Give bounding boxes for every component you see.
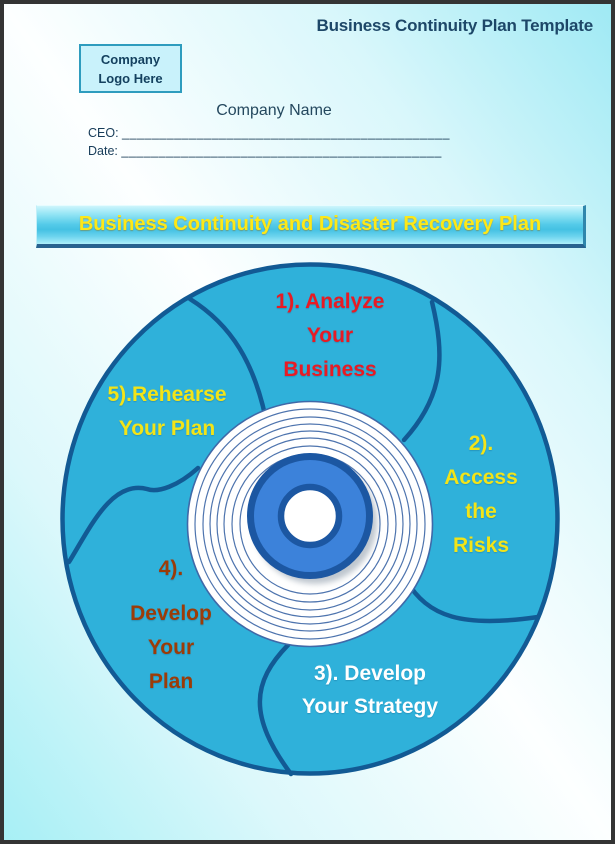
segment-text-line: Your (147, 636, 195, 659)
date-fill-in-blank[interactable]: ________________________________________… (121, 144, 442, 158)
ring (194, 408, 426, 640)
segment-text-line: Access (444, 466, 518, 489)
segment-label-access-the-risks: 2). Access the Risks (371, 427, 591, 563)
segment-text-line: the (465, 500, 497, 523)
segment-text-line: 3). Develop (313, 662, 427, 685)
divider-1-2 (401, 299, 442, 443)
segment-label-develop-your-plan: 4). Develop Your Plan (61, 552, 281, 699)
hub-concentric-rings (194, 408, 426, 640)
segment-label-analyze-your-business: 1). Analyze Your Business (220, 285, 440, 387)
segment-label-develop-your-strategy: 3). Develop Your Strategy (260, 657, 480, 723)
company-name-heading: Company Name (216, 102, 332, 119)
divider-4-5 (66, 465, 201, 565)
divider-3-4 (257, 642, 294, 777)
document-title: Business Continuity Plan Template (316, 16, 594, 35)
segment-text-line: 2). (468, 432, 494, 455)
ceo-fill-in-blank[interactable]: ________________________________________… (122, 126, 450, 140)
plan-title-banner-text: Business Continuity and Disaster Recover… (78, 213, 542, 235)
segment-label-rehearse-your-plan: 5).Rehearse Your Plan (57, 378, 277, 446)
hub-donut-hole (277, 483, 343, 549)
company-logo-placeholder[interactable]: Company Logo Here (79, 44, 182, 93)
segment-text-line: Risks (452, 534, 510, 557)
segment-text-line: Develop (130, 602, 212, 625)
segment-text-line: Business (283, 358, 377, 381)
ceo-field-row: CEO: ___________________________________… (88, 126, 450, 140)
plan-title-banner: Business Continuity and Disaster Recover… (36, 205, 586, 248)
ring (223, 437, 397, 611)
divider-5-1 (187, 296, 271, 433)
segment-text-line: Your Strategy (301, 695, 439, 718)
segment-text-line: Your Plan (118, 417, 216, 440)
ceo-field-label: CEO: (88, 126, 119, 140)
segment-text-line: 5).Rehearse (107, 383, 227, 406)
segment-divider-lines (66, 296, 541, 777)
ring (209, 423, 411, 625)
segment-text-line: Your (306, 324, 354, 347)
ring (202, 416, 418, 632)
logo-placeholder-line1: Company (100, 51, 161, 67)
date-field-row: Date: __________________________________… (88, 144, 442, 158)
ring (216, 430, 404, 618)
segment-text-line: 4). (158, 557, 184, 580)
ring (231, 445, 389, 603)
divider-2-3 (403, 577, 541, 624)
segment-text-line: 1). Analyze (275, 290, 385, 313)
segment-text-line: Plan (148, 670, 194, 693)
date-field-label: Date: (88, 144, 118, 158)
logo-placeholder-line2: Logo Here (98, 70, 163, 86)
